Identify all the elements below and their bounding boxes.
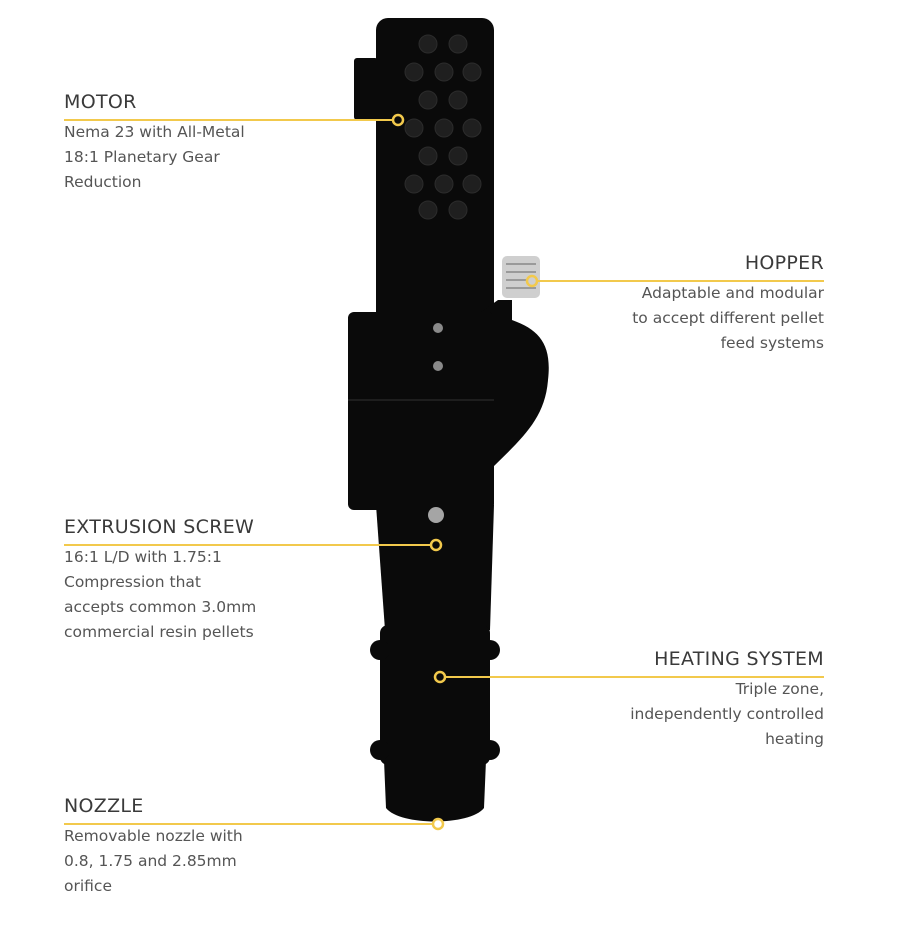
heating-system-marker <box>433 670 447 684</box>
gearbox-body <box>348 312 494 510</box>
motor-callout: MOTOR Nema 23 with All-Metal 18:1 Planet… <box>64 90 364 195</box>
heating-system-title: HEATING SYSTEM <box>654 648 824 670</box>
motor-title: MOTOR <box>64 91 137 113</box>
nozzle-description: Removable nozzle with 0.8, 1.75 and 2.85… <box>64 827 243 895</box>
heating-system-callout: HEATING SYSTEM Triple zone, independentl… <box>524 647 824 752</box>
extrusion-screw-description: 16:1 L/D with 1.75:1 Compression that ac… <box>64 548 257 641</box>
motor-description: Nema 23 with All-Metal 18:1 Planetary Ge… <box>64 123 245 191</box>
motor-side-bracket <box>354 58 378 120</box>
motor-marker <box>391 113 405 127</box>
extruder-device <box>348 18 549 822</box>
device-screws <box>428 323 444 523</box>
nozzle-title: NOZZLE <box>64 795 144 817</box>
nozzle-tip <box>384 760 486 822</box>
hopper-marker <box>525 274 539 288</box>
extrusion-screw-marker <box>429 538 443 552</box>
leader-lines <box>64 119 824 825</box>
barrel-upper <box>376 505 494 630</box>
hopper-description: Adaptable and modular to accept differen… <box>632 284 824 352</box>
extrusion-screw-title: EXTRUSION SCREW <box>64 516 255 538</box>
heater-section <box>380 625 490 765</box>
hopper-callout: HOPPER Adaptable and modular to accept d… <box>524 251 824 356</box>
hopper-title: HOPPER <box>744 252 824 274</box>
nozzle-marker <box>431 817 445 831</box>
heating-system-description: Triple zone, independently controlled he… <box>630 680 824 748</box>
motor-vent-holes <box>404 34 482 220</box>
leader-markers <box>391 113 539 831</box>
extrusion-screw-callout: EXTRUSION SCREW 16:1 L/D with 1.75:1 Com… <box>64 515 384 645</box>
nozzle-callout: NOZZLE Removable nozzle with 0.8, 1.75 a… <box>64 794 364 899</box>
